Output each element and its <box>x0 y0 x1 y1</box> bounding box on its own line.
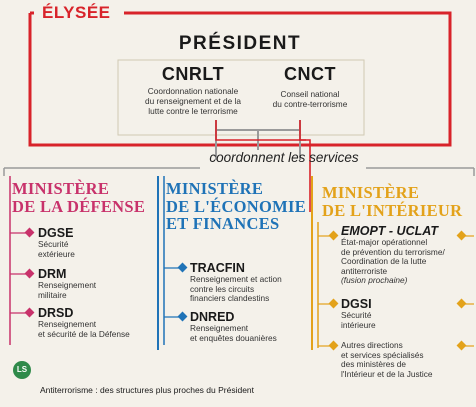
item-desc: l'Intérieur et de la Justice <box>341 368 433 379</box>
item-acronym: TRACFIN <box>190 261 245 275</box>
item-desc: et services spécialisés <box>341 349 424 360</box>
item-desc: Renseignement et action <box>190 274 282 284</box>
list-item: DRM Renseignement militaire <box>38 267 96 300</box>
ministry-interieur-title: MINISTÈRE DE L'INTÉRIEUR <box>322 184 462 219</box>
item-desc: et enquêtes douanières <box>190 332 277 343</box>
item-desc: Autres directions <box>341 340 403 350</box>
item-desc: de prévention du terrorisme/ <box>341 246 445 257</box>
ministry-interieur-title-line: DE L'INTÉRIEUR <box>322 200 463 220</box>
publisher-logo-icon: LS <box>13 361 31 379</box>
item-desc: Renseignement <box>38 319 97 329</box>
item-desc: Coordination de la lutte <box>341 256 427 267</box>
elysee-frame <box>28 11 452 147</box>
item-desc: et sécurité de la Défense <box>38 328 130 339</box>
cnrlt-desc-line: lutte contre le terrorisme <box>148 106 238 116</box>
president-label: PRÉSIDENT <box>178 33 302 54</box>
cnrlt-desc-line: du renseignement et de la <box>145 96 241 106</box>
list-item: DRSD Renseignement et sécurité de la Déf… <box>38 306 130 339</box>
ministry-defense-title-line: MINISTÈRE <box>12 179 110 198</box>
item-desc: Renseignement <box>190 323 249 333</box>
item-acronym: DGSE <box>38 226 74 240</box>
item-acronym: DNRED <box>190 310 235 324</box>
item-acronym: EMOPT - UCLAT <box>341 224 438 238</box>
cnct-box: CNCT Conseil national du contre-terroris… <box>262 64 358 109</box>
list-item: DGSE Sécurité extérieure <box>38 226 75 259</box>
cnrlt-desc-line: Coordonnation nationale <box>147 86 239 96</box>
item-acronym: DRM <box>38 267 67 281</box>
item-desc: des ministères de <box>341 359 407 370</box>
ministry-interieur-title-line: MINISTÈRE <box>322 183 420 202</box>
item-desc: militaire <box>38 289 67 300</box>
item-acronym: DRSD <box>38 306 74 320</box>
cnrlt-acronym: CNRLT <box>161 64 225 84</box>
caption: Antiterrorisme : des structures plus pro… <box>40 385 255 395</box>
cnct-acronym: CNCT <box>284 64 336 84</box>
ministry-defense-title: MINISTÈRE DE LA DÉFENSE <box>12 180 145 215</box>
item-desc: État-major opérationnel <box>341 237 428 247</box>
list-item: EMOPT - UCLAT État-major opérationnel de… <box>341 224 445 286</box>
item-desc: Sécurité <box>38 239 69 249</box>
item-acronym: DGSI <box>341 297 372 311</box>
list-item: DNRED Renseignement et enquêtes douanièr… <box>190 310 277 343</box>
item-desc: financiers clandestins <box>190 293 270 304</box>
list-item: DGSI Sécurité intérieure <box>341 297 376 330</box>
cnrlt-box: CNRLT Coordonnation nationale du renseig… <box>124 64 262 116</box>
cnct-desc-line: Conseil national <box>280 89 340 99</box>
list-item: Autres directions et services spécialisé… <box>341 340 433 379</box>
item-desc: antiterroriste <box>341 265 388 276</box>
ministry-economie-title: MINISTÈRE DE L'ÉCONOMIE ET FINANCES <box>166 180 306 233</box>
ministry-economie-title-line: DE L'ÉCONOMIE <box>166 196 307 216</box>
ministry-economie-title-line: MINISTÈRE <box>166 179 264 198</box>
ministry-defense-title-line: DE LA DÉFENSE <box>12 196 146 216</box>
item-desc: contre les circuits <box>190 283 255 294</box>
elysee-label: ÉLYSÉE <box>36 3 117 23</box>
item-desc: intérieure <box>341 319 376 330</box>
list-item: TRACFIN Renseignement et action contre l… <box>190 261 282 304</box>
item-desc: Sécurité <box>341 310 372 320</box>
cnct-desc-line: du contre-terrorisme <box>272 99 348 109</box>
coordination-label: coordonnent les services <box>209 150 359 165</box>
item-note: (fusion prochaine) <box>341 275 408 286</box>
ministry-economie-title-line: ET FINANCES <box>166 214 280 233</box>
item-desc: Renseignement <box>38 280 97 290</box>
item-desc: extérieure <box>38 248 75 259</box>
